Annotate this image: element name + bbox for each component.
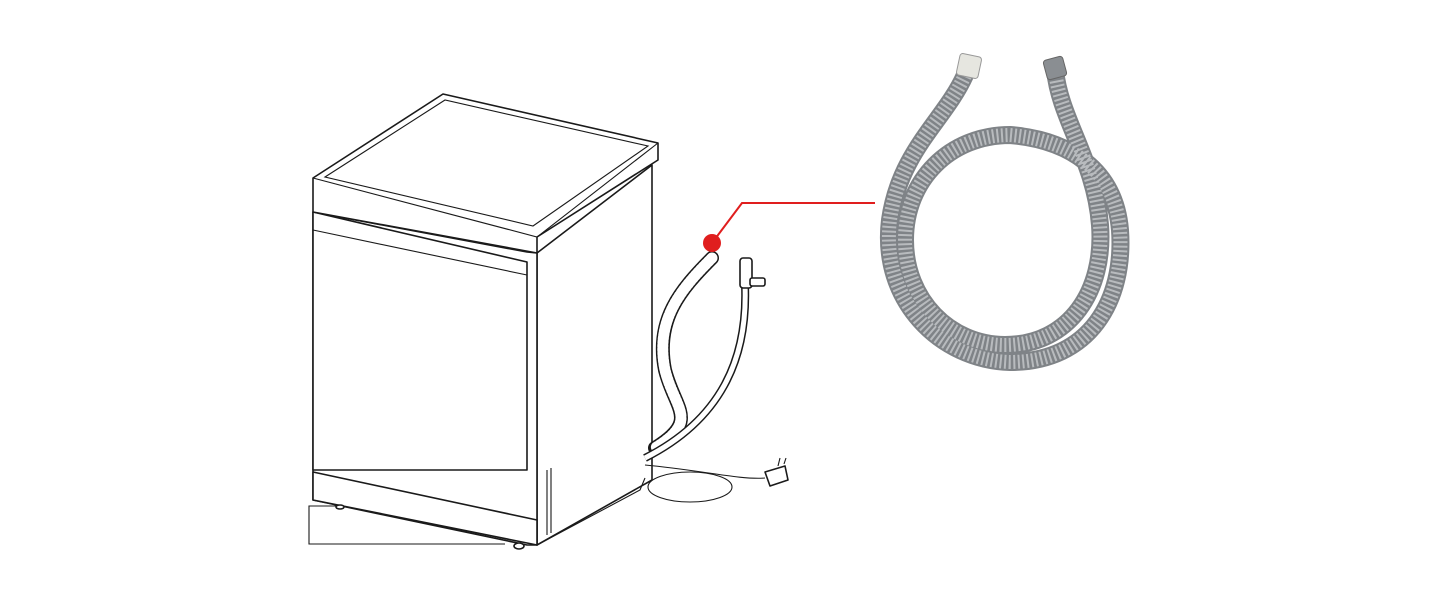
callout bbox=[703, 202, 875, 252]
dishwasher-door bbox=[312, 211, 528, 471]
power-cord bbox=[644, 457, 789, 503]
worktop bbox=[312, 93, 659, 254]
dishwasher bbox=[312, 93, 659, 550]
drain-hose-photo bbox=[879, 53, 1130, 372]
hose-end-cap bbox=[956, 53, 982, 79]
floor-block bbox=[308, 505, 505, 545]
hose-end-connector bbox=[1042, 55, 1068, 81]
drain-hose bbox=[648, 251, 719, 455]
inlet-valve bbox=[739, 257, 753, 289]
plug-icon bbox=[764, 465, 789, 487]
callout-dot bbox=[703, 234, 721, 252]
callout-line bbox=[711, 202, 875, 244]
inlet-hose bbox=[643, 257, 766, 462]
